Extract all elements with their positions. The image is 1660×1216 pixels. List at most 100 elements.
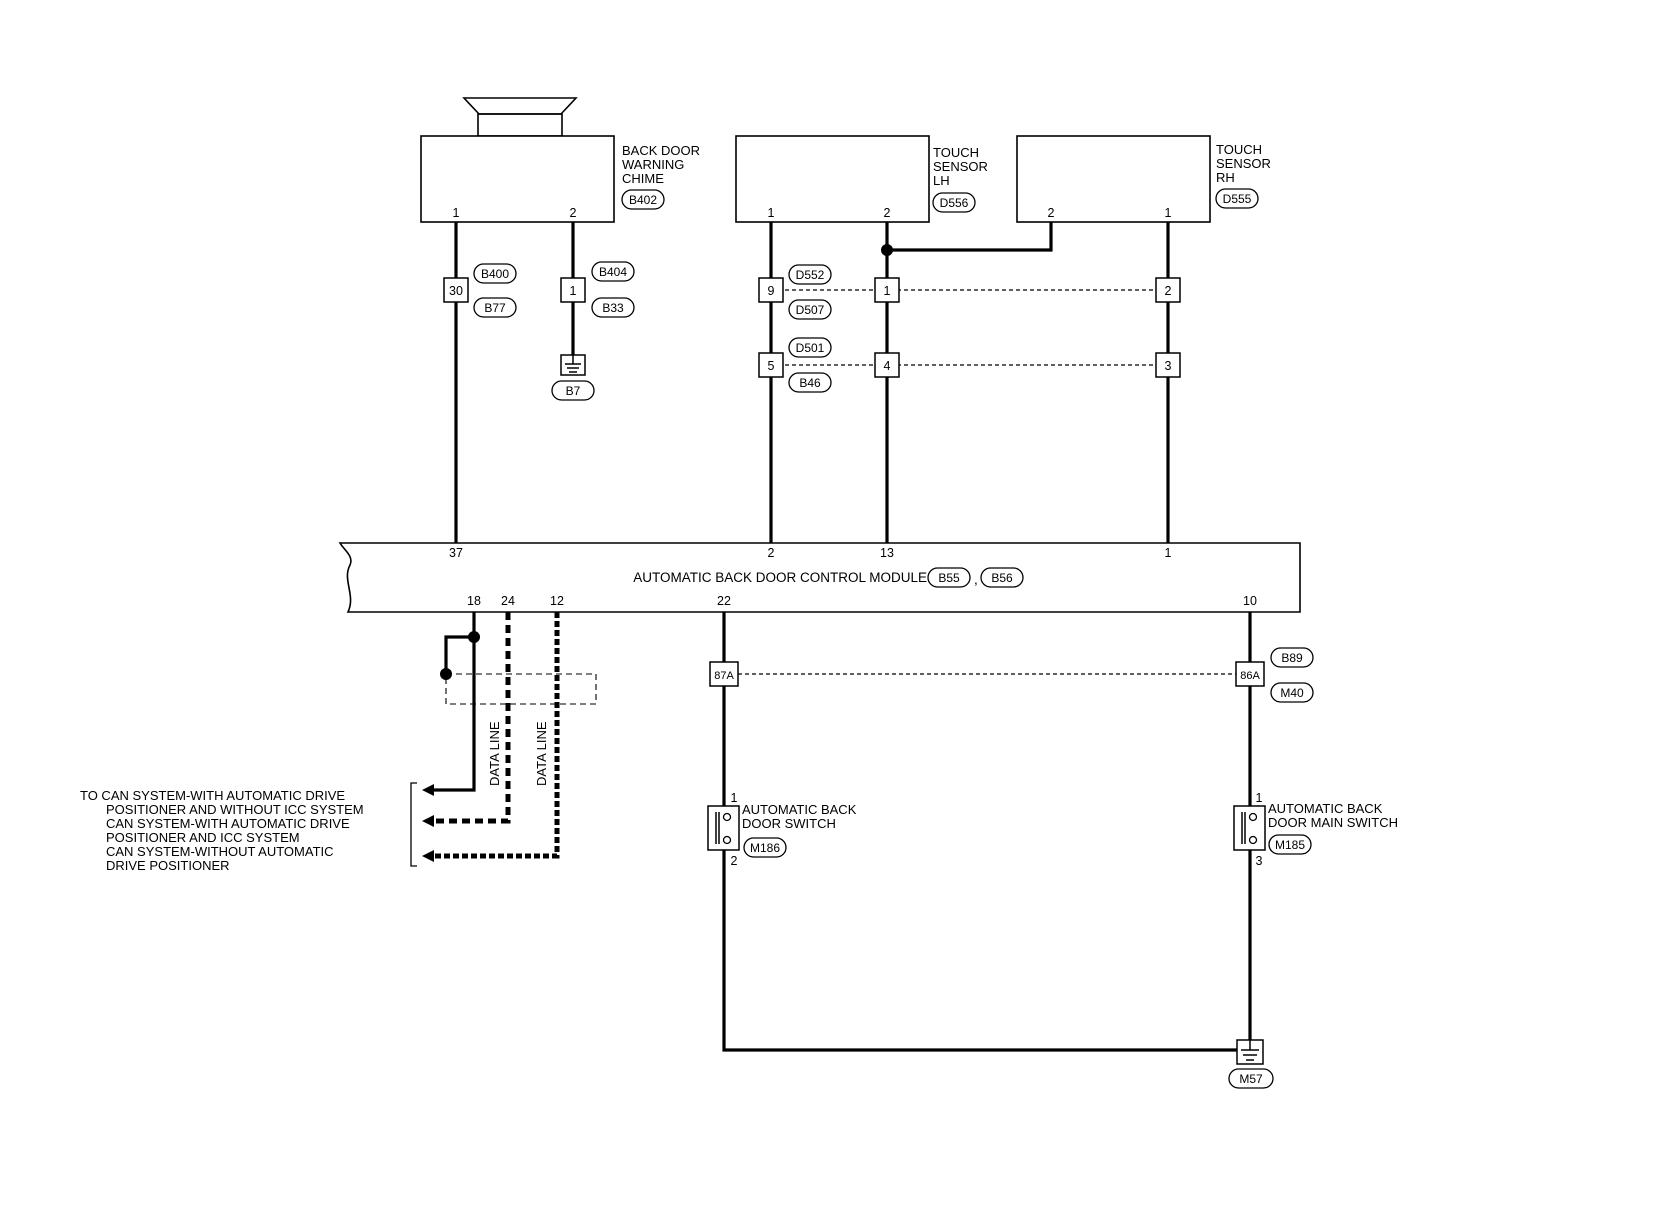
tag-m185-label: M185: [1275, 838, 1305, 852]
door-switch-pin-1: 1: [731, 791, 738, 805]
junction-box-30: [443, 277, 469, 303]
can-shield-wire: [444, 635, 474, 674]
touch-lh-name-line-2: SENSOR: [933, 159, 988, 174]
module-pin-12: 12: [550, 594, 564, 608]
tag-b33: [591, 297, 635, 318]
main-switch-pin-1: 1: [1256, 791, 1263, 805]
module-pin-24: 24: [501, 594, 515, 608]
wire-module-22-to-ground: [722, 612, 1240, 1052]
junction-d552-d507: 9 1 2 D552 D507: [758, 264, 1181, 320]
can-note-2-line-2: POSITIONER AND ICC SYSTEM: [106, 830, 300, 845]
chime-name-line-1: BACK DOOR: [622, 143, 700, 158]
module-pin-10: 10: [1243, 594, 1257, 608]
data-line-24: [428, 612, 511, 824]
junction-box-5: [758, 352, 784, 378]
tag-b7-label: B7: [566, 384, 581, 398]
chime-pin-2: 2: [570, 206, 577, 220]
tag-b89: [1270, 647, 1314, 668]
splice-dot-can-1: [468, 631, 480, 643]
junction-pin-30: 30: [449, 284, 463, 298]
can-note-1-line-2: POSITIONER AND WITHOUT ICC SYSTEM: [106, 802, 364, 817]
chime-body: [420, 135, 615, 223]
back-door-warning-chime: BACK DOOR WARNING CHIME B402 1 2: [420, 97, 700, 223]
main-switch-name-line-1: AUTOMATIC BACK: [1268, 801, 1383, 816]
door-switch-pin-2: 2: [731, 854, 738, 868]
automatic-back-door-control-module: 37 2 13 1 AUTOMATIC BACK DOOR CONTROL MO…: [338, 542, 1301, 613]
touch-rh-body: [1016, 135, 1211, 223]
tag-m185: [1268, 834, 1312, 855]
tag-b56: [980, 567, 1024, 588]
junction-pin-87a: 87A: [714, 670, 734, 682]
touch-rh-name-line-3: RH: [1216, 170, 1235, 185]
junction-box-1-d552: [874, 277, 900, 303]
tag-d501: [788, 337, 832, 358]
touch-rh-pin-2: 2: [1048, 206, 1055, 220]
junction-box-87a: [709, 661, 739, 687]
door-switch-name-line-2: DOOR SWITCH: [742, 816, 836, 831]
module-connector-separator: ,: [974, 572, 978, 587]
module-pin-37: 37: [449, 546, 463, 560]
lower-wires: [722, 612, 1252, 1052]
junction-pin-1-d552: 1: [884, 284, 891, 298]
door-switch-contact-2: [722, 835, 732, 845]
tag-b7: [551, 380, 595, 401]
touch-sensor-lh: TOUCH SENSOR LH D556 1 2: [735, 135, 988, 223]
tag-m57-label: M57: [1239, 1072, 1263, 1086]
main-switch-body: [1233, 805, 1266, 851]
junction-b404-b33: 1 B404 B33: [560, 261, 635, 318]
tag-b89-label: B89: [1281, 651, 1303, 665]
data-line-12: [428, 612, 560, 859]
touch-lh-name-line-3: LH: [933, 173, 950, 188]
junction-box-86a: [1235, 661, 1265, 687]
tag-b400-label: B400: [481, 267, 509, 281]
tag-m40: [1270, 682, 1314, 703]
junction-pin-86a: 86A: [1240, 670, 1260, 682]
main-switch-name-line-2: DOOR MAIN SWITCH: [1268, 815, 1398, 830]
door-switch-body: [707, 805, 740, 851]
tag-d552-label: D552: [796, 268, 825, 282]
tag-b56-label: B56: [991, 571, 1013, 585]
touch-rh-connector-label: D555: [1223, 192, 1252, 206]
chime-name-line-2: WARNING: [622, 157, 684, 172]
can-note-1-line-1: TO CAN SYSTEM-WITH AUTOMATIC DRIVE: [80, 788, 345, 803]
junction-box-4: [874, 352, 900, 378]
arrow-can-2-icon: [422, 815, 434, 827]
can-note-3-line-1: CAN SYSTEM-WITHOUT AUTOMATIC: [106, 844, 334, 859]
junction-box-3: [1155, 352, 1181, 378]
touch-lh-name-line-1: TOUCH: [933, 145, 979, 160]
module-body: [338, 542, 1301, 613]
data-line-label-1: DATA LINE: [487, 721, 502, 786]
junction-b400-b77: 30 B400 B77: [443, 263, 517, 318]
tag-m57: [1228, 1068, 1274, 1089]
tag-b55: [927, 567, 971, 588]
junction-box-9: [758, 277, 784, 303]
door-switch-name-line-1: AUTOMATIC BACK: [742, 802, 857, 817]
touch-rh-pin-1: 1: [1165, 206, 1172, 220]
junction-box-1-b404: [560, 277, 586, 303]
splice-dot-touch: [881, 244, 893, 256]
junction-pin-4: 4: [884, 359, 891, 373]
tag-b46-label: B46: [799, 376, 821, 390]
main-switch-contact-1: [1248, 812, 1258, 822]
chime-name-line-3: CHIME: [622, 171, 664, 186]
tag-b400: [473, 263, 517, 284]
tag-m186: [743, 837, 787, 858]
junction-b89-m40: 87A 86A B89 M40: [709, 647, 1314, 703]
ground-b7: B7: [551, 354, 595, 401]
can-lines: DATA LINE DATA LINE TO CAN SYSTEM-WITH A…: [80, 612, 597, 873]
junction-pin-1-b404: 1: [570, 284, 577, 298]
tag-b404: [591, 261, 635, 282]
touch-rh-connector-tag: [1215, 188, 1259, 209]
tag-m186-label: M186: [750, 841, 780, 855]
can-note-2-line-1: CAN SYSTEM-WITH AUTOMATIC DRIVE: [106, 816, 350, 831]
arrow-can-1-icon: [422, 784, 434, 796]
door-switch-contact-1: [722, 812, 732, 822]
data-line-label-2: DATA LINE: [534, 721, 549, 786]
module-pin-18: 18: [467, 594, 481, 608]
touch-rh-name-line-1: TOUCH: [1216, 142, 1262, 157]
main-switch-pin-3: 3: [1256, 854, 1263, 868]
can-note-3-line-2: DRIVE POSITIONER: [106, 858, 230, 873]
wire-touch-rh-2-splice: [887, 222, 1053, 252]
touch-lh-connector-tag: [932, 192, 976, 213]
